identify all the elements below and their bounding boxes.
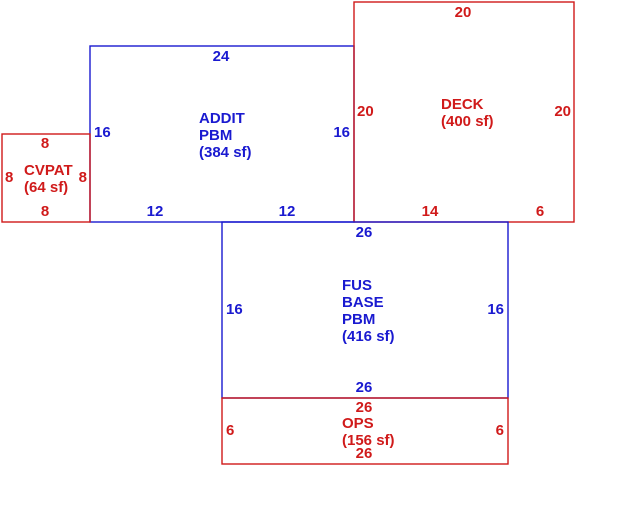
fus-base-right-dimension: 16	[487, 301, 504, 318]
ops-right-dimension: 6	[496, 422, 504, 439]
deck-name: DECK	[441, 96, 484, 113]
addit-area-label: (384 sf)	[199, 144, 252, 161]
addit-right-dimension: 16	[333, 124, 350, 141]
deck-bottom-left-dimension: 14	[422, 203, 439, 220]
ops-area: 26 6 6 26 OPS (156 sf)	[221, 397, 509, 465]
fus-base-left-dimension: 16	[226, 301, 243, 318]
fus-base-pbm-area: 26 16 16 26 FUS BASE PBM (416 sf)	[221, 221, 509, 399]
fus-base-top-dimension: 26	[356, 224, 373, 241]
cvpat-area-label: (64 sf)	[24, 179, 68, 196]
cvpat-left-dimension: 8	[5, 169, 13, 186]
addit-top-dimension: 24	[213, 48, 230, 65]
ops-top-dimension: 26	[356, 399, 373, 416]
deck-bottom-right-dimension: 6	[536, 203, 544, 220]
cvpat-right-dimension: 8	[79, 169, 87, 186]
deck-area-label: (400 sf)	[441, 113, 494, 130]
cvpat-outline	[1, 133, 91, 223]
cvpat-bottom-dimension: 8	[41, 203, 49, 220]
fus-base-bottom-dimension: 26	[356, 379, 373, 396]
cvpat-area: 8 8 8 8 CVPAT (64 sf)	[1, 133, 91, 223]
ops-left-dimension: 6	[226, 422, 234, 439]
cvpat-name: CVPAT	[24, 162, 73, 179]
fus-base-name-line2: BASE	[342, 294, 384, 311]
addit-bottom-left-dimension: 12	[147, 203, 164, 220]
fus-base-name-line3: PBM	[342, 311, 375, 328]
ops-area-label: (156 sf)	[342, 432, 395, 449]
ops-bottom-dimension: 26	[356, 445, 373, 462]
fus-base-name-line1: FUS	[342, 277, 372, 294]
cvpat-top-dimension: 8	[41, 135, 49, 152]
deck-right-dimension: 20	[554, 103, 571, 120]
addit-left-dimension: 16	[94, 124, 111, 141]
addit-pbm-area: 24 16 16 12 12 ADDIT PBM (384 sf)	[89, 45, 355, 223]
addit-name-line1: ADDIT	[199, 110, 245, 127]
ops-outline	[221, 397, 509, 465]
deck-top-dimension: 20	[455, 4, 472, 21]
addit-name-line2: PBM	[199, 127, 232, 144]
deck-left-dimension: 20	[357, 103, 374, 120]
ops-name: OPS	[342, 415, 374, 432]
deck-area: 20 20 20 14 6 DECK (400 sf)	[353, 1, 575, 223]
fus-base-area-label: (416 sf)	[342, 328, 395, 345]
addit-bottom-right-dimension: 12	[279, 203, 296, 220]
